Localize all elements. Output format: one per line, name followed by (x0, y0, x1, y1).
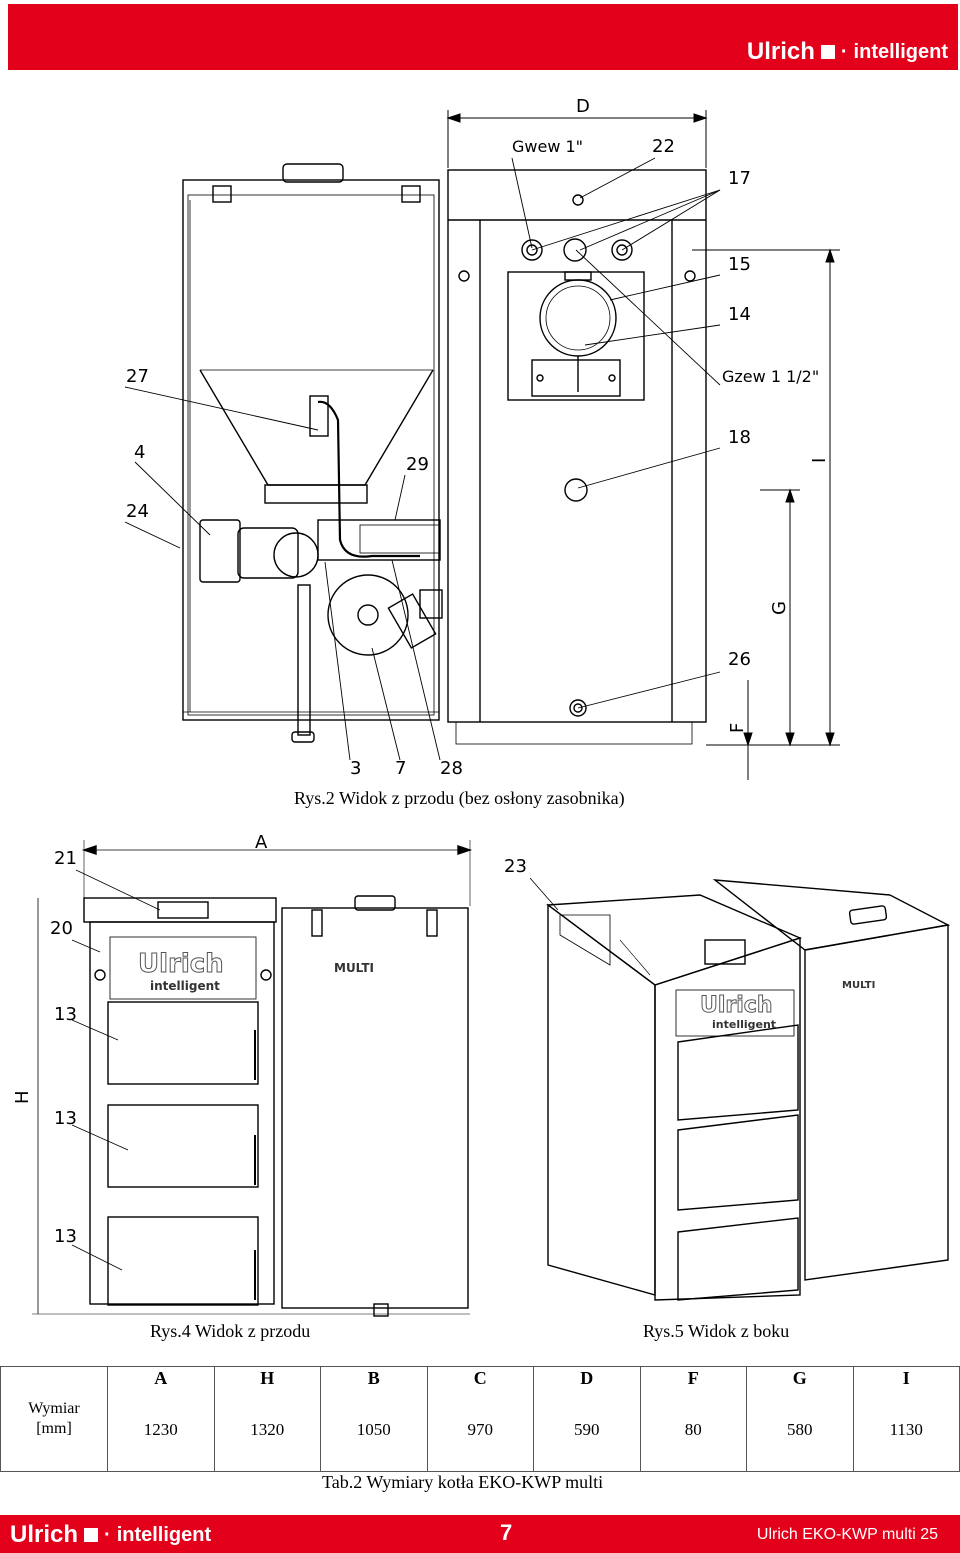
label-14: 14 (728, 304, 751, 325)
brand-name: Ulrich (746, 38, 815, 65)
label-13-middle: 13 (54, 1108, 77, 1129)
dimension-lines (446, 110, 840, 780)
table-header-cell: C (426, 1366, 534, 1389)
label-4: 4 (134, 442, 145, 463)
technical-drawing: D Gwew 1" 22 17 15 14 Gzew 1 1/2" 18 I G… (12, 96, 951, 1317)
table-caption: Tab.2 Wymiary kotła EKO-KWP multi (322, 1472, 604, 1492)
footer-brand-dot: · (104, 1523, 111, 1546)
label-a: A (255, 832, 268, 853)
label-gwew: Gwew 1" (512, 137, 583, 156)
table-value-cell: 580 (746, 1389, 854, 1472)
label-18: 18 (728, 427, 751, 448)
label-22: 22 (652, 136, 675, 157)
label-29: 29 (406, 454, 429, 475)
brand-square-icon (820, 45, 835, 59)
label-f: F (727, 723, 748, 733)
header-brand-logo: Ulrich · intelligent (747, 38, 948, 66)
table-value-cell: 970 (426, 1389, 534, 1472)
panel-tag-front: intelligent (150, 979, 220, 993)
table-header-cell: F (639, 1366, 747, 1389)
footer-model-name: Ulrich EKO-KWP multi 25 (756, 1526, 938, 1543)
table-value-cell: 1130 (852, 1389, 960, 1472)
label-13-top: 13 (54, 1004, 77, 1025)
footer-brand-tag: intelligent (116, 1523, 212, 1546)
table-row-label: Wymiar [mm] (0, 1366, 108, 1472)
leader-lines (124, 157, 721, 761)
table-header-cell: H (213, 1366, 321, 1389)
table-header-cell: A (107, 1366, 215, 1389)
label-i: I (809, 458, 830, 463)
label-26: 26 (728, 649, 751, 670)
brand-dot: · (840, 40, 848, 63)
label-20: 20 (50, 918, 73, 939)
label-g: G (769, 601, 790, 615)
label-d: D (576, 96, 590, 117)
label-3: 3 (350, 758, 361, 779)
table-header-cell: I (852, 1366, 960, 1389)
row-label-unit: [mm] (36, 1420, 72, 1437)
hopper-logo-side: MULTI (842, 980, 875, 991)
table-value-cell: 1050 (320, 1389, 428, 1472)
label-h: H (12, 1090, 33, 1104)
drawing-labels: D Gwew 1" 22 17 15 14 Gzew 1 1/2" 18 I G… (12, 96, 875, 1247)
front-view-drawing (182, 163, 443, 743)
brand-tag: intelligent (853, 40, 948, 63)
label-28: 28 (440, 758, 463, 779)
label-24: 24 (126, 501, 149, 522)
table-header-cell: B (320, 1366, 428, 1389)
label-gzew: Gzew 1 1/2" (722, 367, 819, 386)
footer-bar (0, 1515, 960, 1553)
table-value-cell: 80 (639, 1389, 747, 1472)
figure-caption-rys2: Rys.2 Widok z przodu (bez osłony zasobni… (294, 788, 625, 808)
table-value-cell: 1230 (107, 1389, 215, 1472)
figure-caption-rys4: Rys.4 Widok z przodu (150, 1321, 311, 1341)
label-23: 23 (504, 856, 527, 877)
front-view-full-drawing (32, 840, 473, 1317)
table-value-cell: 1320 (213, 1389, 321, 1472)
footer-brand-logo: Ulrich · intelligent (10, 1521, 211, 1549)
row-label-wymiar: Wymiar (28, 1400, 80, 1417)
footer-brand-name: Ulrich (10, 1521, 79, 1548)
dimensions-table: Wymiar [mm] A H B C D F G I 1230 1320 10… (0, 1366, 960, 1472)
panel-tag-side: intelligent (712, 1018, 776, 1031)
label-21: 21 (54, 848, 77, 869)
hopper-logo-front: MULTI (334, 961, 374, 975)
footer-brand-square-icon (84, 1528, 99, 1542)
side-view-drawing (447, 169, 707, 745)
panel-brand-side: Ulrich (700, 993, 773, 1018)
label-27: 27 (126, 366, 149, 387)
perspective-view-drawing (529, 877, 951, 1301)
table-value-row: 1230 1320 1050 970 590 80 580 1130 (1, 1389, 960, 1472)
table-header-cell: D (533, 1366, 641, 1389)
panel-brand-front: Ulrich (138, 949, 224, 979)
page-number: 7 (500, 1520, 513, 1545)
table-header-row: Wymiar [mm] A H B C D F G I (0, 1366, 960, 1472)
label-7: 7 (395, 758, 406, 779)
table-value-cell: 590 (533, 1389, 641, 1472)
label-15: 15 (728, 254, 751, 275)
header-bar (8, 4, 958, 70)
table-header-cell: G (746, 1366, 854, 1389)
label-17: 17 (728, 168, 751, 189)
figure-caption-rys5: Rys.5 Widok z boku (643, 1321, 790, 1341)
label-13-bottom: 13 (54, 1226, 77, 1247)
